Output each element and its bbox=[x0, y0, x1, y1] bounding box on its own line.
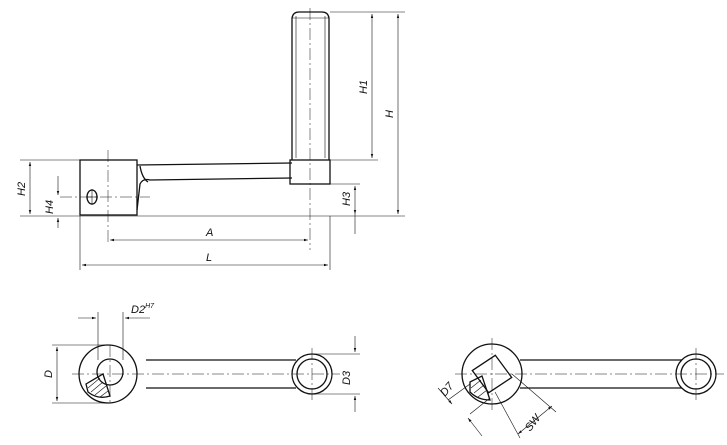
label-D7: D7 bbox=[438, 380, 457, 399]
arm-curve bbox=[139, 165, 149, 183]
label-H: H bbox=[384, 110, 396, 118]
extension-line bbox=[469, 397, 491, 415]
hub-body bbox=[79, 159, 138, 216]
dim-D7 bbox=[467, 417, 483, 437]
label-H2: H2 bbox=[16, 182, 28, 196]
top-view-bore: D D3 D2H7 bbox=[43, 303, 360, 412]
label-H4: H4 bbox=[44, 200, 56, 214]
extension-line bbox=[447, 383, 471, 401]
label-D2-main: D2 bbox=[131, 304, 145, 316]
extension-line bbox=[511, 373, 557, 413]
side-view: H1 H H3 H2 H4 A L bbox=[16, 8, 405, 270]
label-D2: D2H7 bbox=[131, 303, 155, 316]
extension-line bbox=[494, 391, 521, 439]
crank-arm bbox=[136, 162, 293, 211]
label-D3: D3 bbox=[341, 370, 353, 385]
top-view-square: D7 SW bbox=[437, 338, 724, 439]
label-D2-tolerance: H7 bbox=[145, 303, 155, 310]
label-H3: H3 bbox=[341, 191, 353, 206]
label-A: A bbox=[205, 227, 213, 239]
label-D: D bbox=[43, 370, 55, 378]
hatch-lines bbox=[470, 379, 488, 398]
handle-grip bbox=[291, 11, 330, 160]
set-screw-section bbox=[469, 375, 491, 401]
label-L: L bbox=[206, 252, 212, 264]
dim-SW bbox=[517, 405, 553, 435]
hatch-lines bbox=[87, 377, 109, 398]
label-SW: SW bbox=[523, 411, 544, 434]
dim-D7 bbox=[437, 387, 453, 405]
square-bore bbox=[471, 354, 513, 394]
label-H1: H1 bbox=[358, 80, 370, 94]
